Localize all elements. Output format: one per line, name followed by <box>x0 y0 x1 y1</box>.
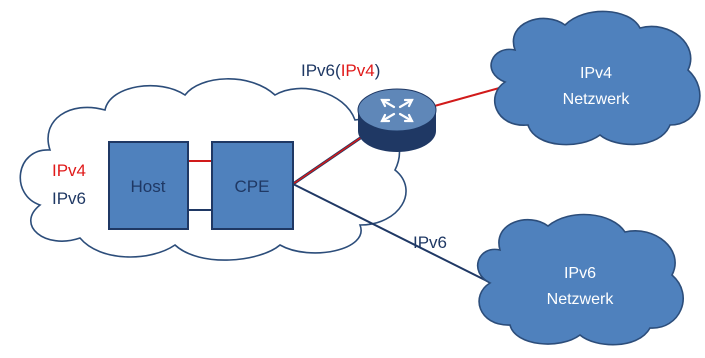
host-box <box>108 141 189 230</box>
cpe-label: CPE <box>235 177 270 196</box>
uplink-label-inner: IPv4 <box>341 61 375 80</box>
home-ipv4-label: IPv4 <box>52 161 86 180</box>
uplink-label: IPv6(IPv4) <box>301 61 380 80</box>
ipv4-network-label-line2: Netzwerk <box>563 91 631 108</box>
uplink-label-suffix: ) <box>375 61 381 80</box>
ipv4-network-label-line1: IPv4 <box>580 65 612 82</box>
ipv6-network-label-line2: Netzwerk <box>547 291 615 308</box>
ipv6-network-label-line1: IPv6 <box>564 265 596 282</box>
ipv6-link-label: IPv6 <box>413 233 447 252</box>
ipv4-network-cloud <box>490 10 701 146</box>
home-ipv6-label: IPv6 <box>52 189 86 208</box>
uplink-label-prefix: IPv6( <box>301 61 341 80</box>
router-icon <box>357 88 437 152</box>
cpe-box <box>211 141 294 230</box>
ipv6-network-cloud <box>477 213 684 346</box>
cpe-router-ipv4-link <box>292 129 373 185</box>
host-label: Host <box>131 177 166 196</box>
cpe-ipv6-network-link <box>292 183 494 285</box>
